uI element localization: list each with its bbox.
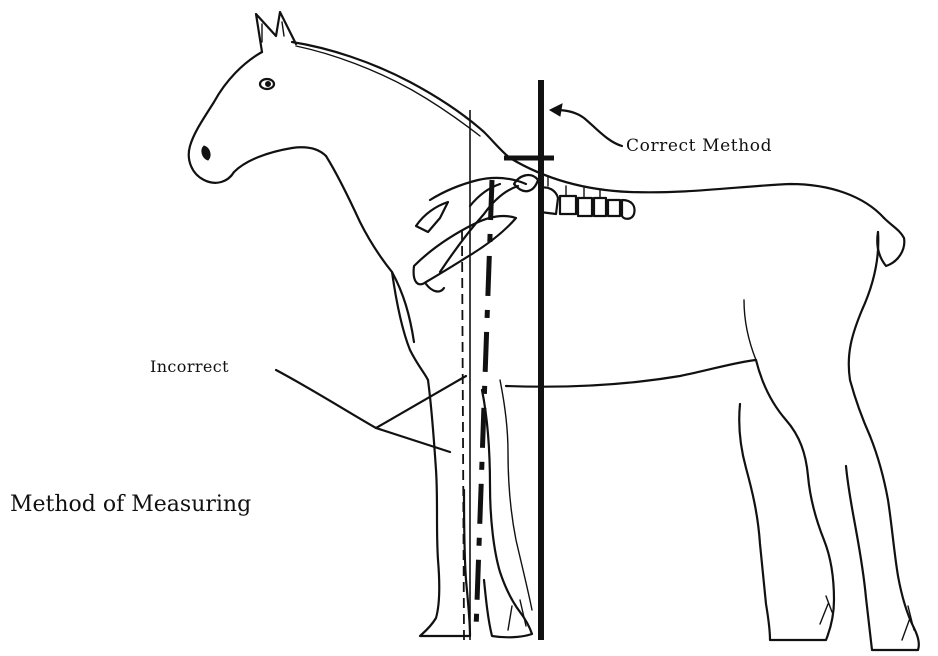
pointer-incorrect-a [276,370,466,428]
horse-rump [849,232,879,436]
horse-tail [877,218,904,266]
incorrect-label: Incorrect [150,357,229,376]
arrowhead-correct [550,104,562,116]
horse-head [189,52,326,183]
horse-neck-underside [326,156,414,342]
label-pointers [276,104,622,452]
skeleton-sketch [414,175,635,291]
diagram-caption: Method of Measuring [10,492,251,517]
pointer-correct [556,110,622,146]
horse-hind-leg-near [739,360,834,640]
correct-method-label: Correct Method [626,136,772,156]
vertebrae [514,175,635,219]
measuring-stick-correct [504,80,554,640]
horse-hind-leg-far [846,436,919,650]
horse-mane [292,42,510,158]
horse-nostril [202,146,210,160]
pointer-incorrect-b [376,428,450,452]
